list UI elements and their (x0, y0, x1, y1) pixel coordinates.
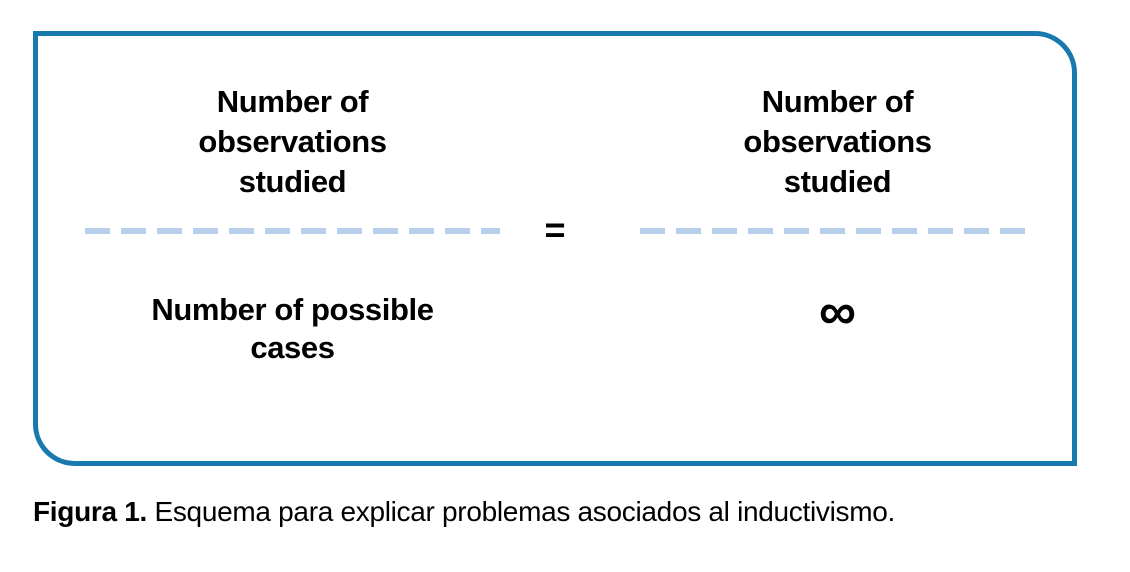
figure-caption-label: Figura 1. (33, 496, 147, 527)
right-numerator-line-1: Number of (761, 84, 914, 119)
equation-box: Number of observations studied Number of… (33, 31, 1077, 466)
infinity-symbol: ∞ (818, 283, 857, 341)
right-numerator-line-2: observations (743, 124, 932, 159)
fractions-row: Number of observations studied Number of… (38, 36, 1072, 461)
left-fraction-bar (85, 228, 500, 234)
left-numerator-line-2: observations (198, 124, 387, 159)
figure-caption: Figura 1. Esquema para explicar problema… (33, 494, 1103, 530)
right-fraction: Number of observations studied ∞ (640, 36, 1035, 461)
equals-sign: = (544, 209, 566, 250)
left-numerator-line-1: Number of (216, 84, 369, 119)
left-denominator-line-2: cases (250, 330, 335, 365)
right-numerator-line-3: studied (783, 164, 892, 199)
left-denominator: Number of possible cases (151, 291, 434, 367)
right-numerator: Number of observations studied (743, 82, 932, 202)
left-denominator-line-1: Number of possible (151, 292, 434, 327)
left-numerator-line-3: studied (238, 164, 347, 199)
right-fraction-bar (640, 228, 1035, 234)
left-fraction: Number of observations studied Number of… (85, 36, 500, 461)
figure-caption-text: Esquema para explicar problemas asociado… (147, 496, 896, 527)
left-numerator: Number of observations studied (198, 82, 387, 202)
